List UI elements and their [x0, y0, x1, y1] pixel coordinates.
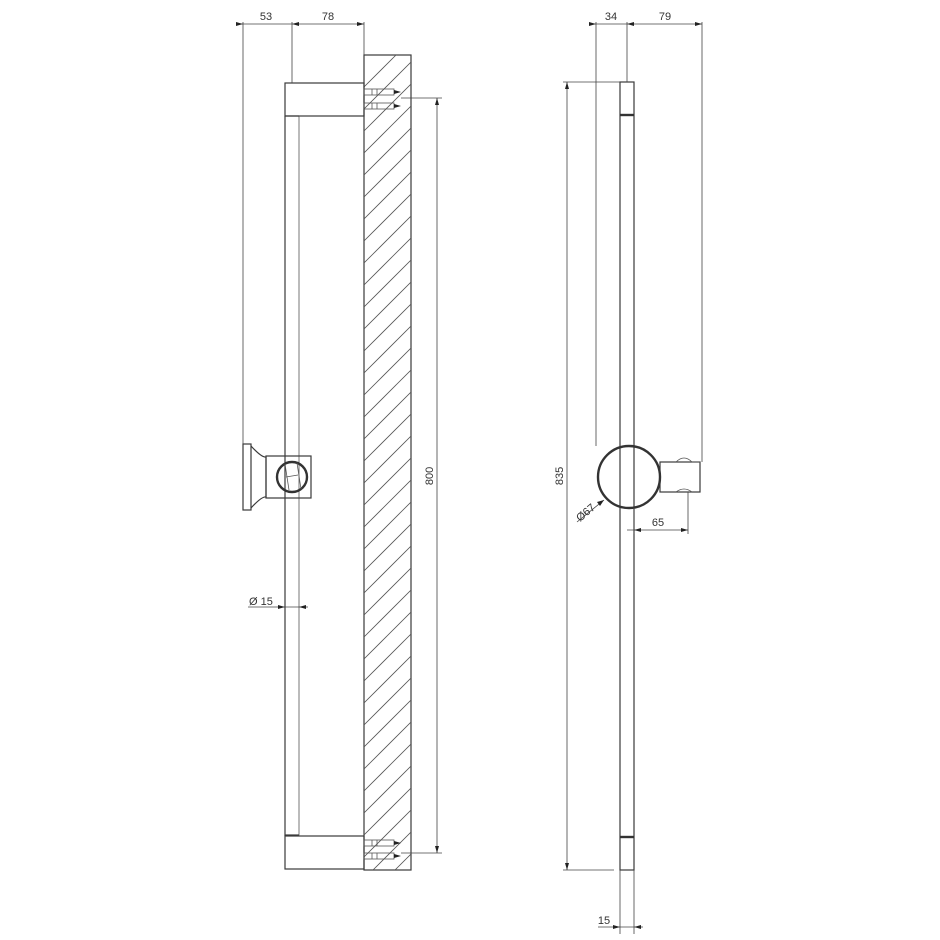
dim-label-79: 79 — [659, 11, 671, 23]
dim-label-835: 835 — [554, 467, 566, 485]
dim-label-53: 53 — [260, 11, 272, 23]
dimension-fixing-distance: 800 — [401, 97, 442, 854]
dim-label-800: 800 — [424, 467, 436, 485]
front-view: 34 79 835 Ø67 65 — [554, 11, 703, 934]
side-view: 53 78 800 Ø 15 — [236, 11, 442, 871]
dim-label-65: 65 — [652, 517, 664, 529]
shower-holder-front — [596, 444, 701, 510]
dimension-holder-diameter: Ø67 — [574, 499, 605, 524]
dimension-top-front: 34 79 — [589, 11, 703, 462]
slide-bar-front — [619, 81, 635, 871]
dimension-holder-projection: 65 — [627, 492, 689, 534]
dim-label-15: 15 — [598, 915, 610, 927]
wall-screws-top — [363, 88, 401, 110]
dimension-bar-diameter: Ø 15 — [248, 596, 308, 609]
dim-label-78: 78 — [322, 11, 334, 23]
shower-holder-side — [242, 443, 312, 511]
dimension-total-height: 835 — [554, 81, 620, 871]
wall-screws-bottom — [363, 839, 401, 860]
top-bracket — [284, 82, 365, 117]
bottom-bracket — [284, 835, 365, 870]
dimension-bar-width: 15 — [598, 870, 643, 934]
wall-section — [363, 54, 412, 871]
dim-label-34: 34 — [605, 11, 617, 23]
dimension-top-side: 53 78 — [236, 11, 365, 444]
dim-label-diameter-15: Ø 15 — [249, 596, 273, 608]
